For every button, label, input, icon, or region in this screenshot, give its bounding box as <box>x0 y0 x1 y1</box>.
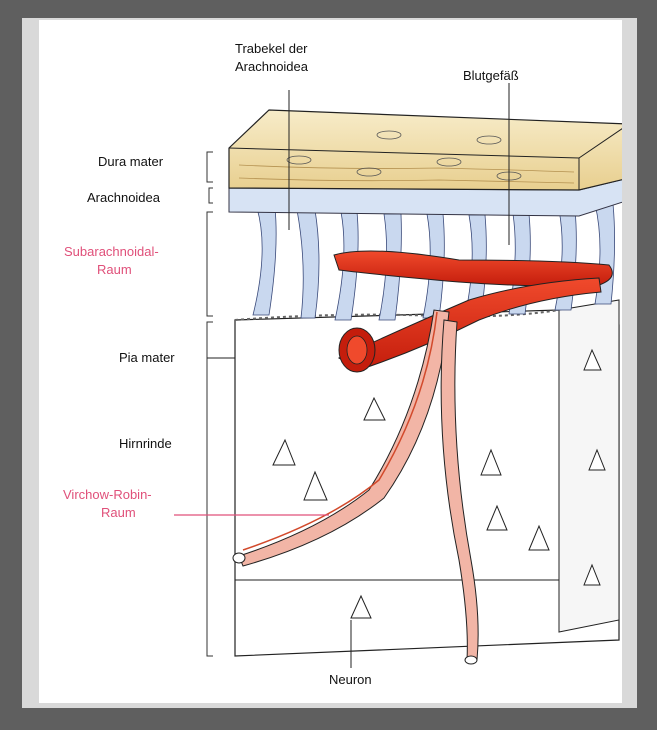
label-virchow-line2: Raum <box>101 505 136 520</box>
meninges-diagram: Trabekel der Arachnoidea Blutgefäß Dura … <box>39 20 622 703</box>
label-blutgefaess: Blutgefäß <box>463 68 519 83</box>
label-subarachnoidal-line2: Raum <box>97 262 132 277</box>
diagram-card: Trabekel der Arachnoidea Blutgefäß Dura … <box>39 20 622 703</box>
label-virchow-line1: Virchow-Robin- <box>63 487 152 502</box>
label-trabekel-line1: Trabekel der <box>235 41 308 56</box>
label-dura-mater: Dura mater <box>98 154 164 169</box>
label-hirnrinde: Hirnrinde <box>119 436 172 451</box>
label-neuron: Neuron <box>329 672 372 687</box>
dura-mater-layer <box>229 110 622 190</box>
left-brackets <box>207 152 213 656</box>
label-subarachnoidal-line1: Subarachnoidal- <box>64 244 159 259</box>
label-pia-mater: Pia mater <box>119 350 175 365</box>
label-arachnoidea: Arachnoidea <box>87 190 161 205</box>
label-trabekel-line2: Arachnoidea <box>235 59 309 74</box>
